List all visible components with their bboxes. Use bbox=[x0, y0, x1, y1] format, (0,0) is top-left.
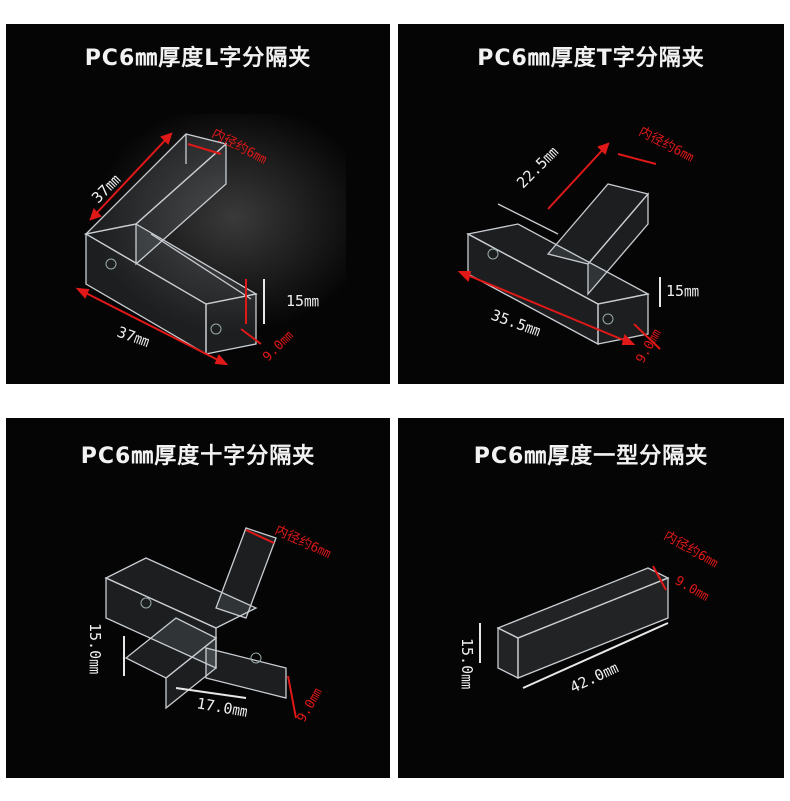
straight-clip-illustration: 内径约6㎜ 9.0㎜ 15.0㎜ 42.0㎜ bbox=[458, 528, 721, 697]
panel-t-clip: PC6㎜厚度T字分隔夹 内径约6㎜ 22.5㎜ 35.5㎜ 15㎜ 9.0㎜ bbox=[398, 24, 784, 384]
label-width: 9.0㎜ bbox=[672, 573, 711, 604]
label-inner-diameter: 内径约6㎜ bbox=[661, 528, 721, 572]
panel-straight-clip: PC6㎜厚度一型分隔夹 内径约6㎜ 9.0㎜ 15.0㎜ 42.0㎜ bbox=[398, 418, 784, 778]
cross-clip-illustration: 内径约6㎜ 15.0㎜ 17.0㎜ 9.0㎜ bbox=[86, 522, 333, 725]
label-height: 15.0㎜ bbox=[86, 623, 104, 674]
label-inner-diameter: 内径约6㎜ bbox=[272, 522, 333, 562]
panel-title: PC6㎜厚度T字分隔夹 bbox=[477, 46, 705, 71]
panel-cross-clip: PC6㎜厚度十字分隔夹 内径约6㎜ 15.0㎜ 17.0㎜ 9.0㎜ bbox=[6, 418, 390, 778]
label-inner-diameter: 内径约6㎜ bbox=[636, 123, 696, 165]
label-length-bottom: 35.5㎜ bbox=[489, 306, 543, 340]
label-height: 15.0㎜ bbox=[458, 638, 476, 689]
label-width: 9.0㎜ bbox=[294, 686, 325, 725]
label-length-top: 22.5㎜ bbox=[513, 143, 562, 192]
panel-title: PC6㎜厚度L字分隔夹 bbox=[84, 46, 312, 71]
l-clip-illustration: 内径约6㎜ 37㎜ 37㎜ 15㎜ 9.0㎜ bbox=[66, 114, 346, 366]
panel-title: PC6㎜厚度十字分隔夹 bbox=[80, 444, 316, 469]
t-clip-illustration: 内径约6㎜ 22.5㎜ 35.5㎜ 15㎜ 9.0㎜ bbox=[457, 123, 699, 366]
label-height: 15㎜ bbox=[286, 292, 319, 310]
panel-title: PC6㎜厚度一型分隔夹 bbox=[473, 444, 709, 469]
panel-l-clip: PC6㎜厚度L字分隔夹 bbox=[6, 24, 390, 384]
label-height: 15㎜ bbox=[666, 282, 699, 300]
